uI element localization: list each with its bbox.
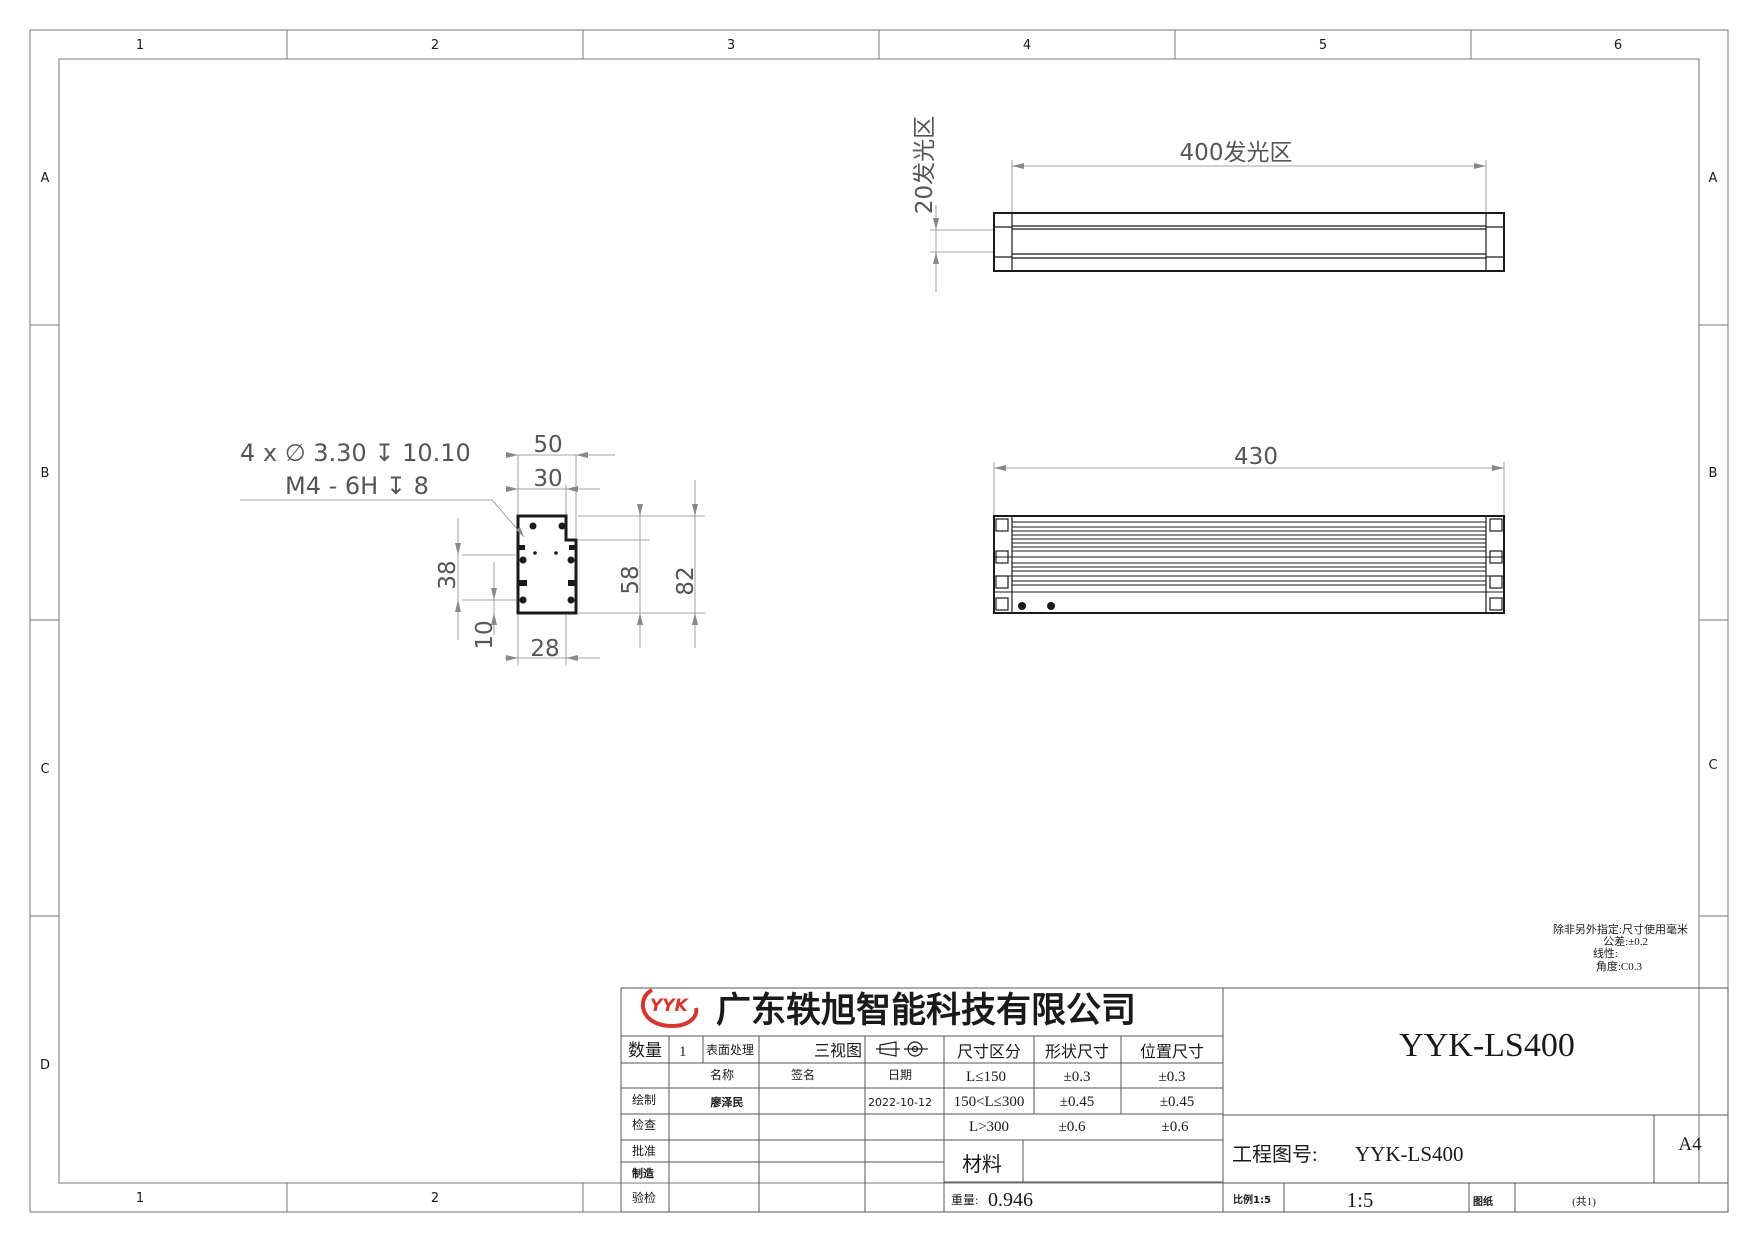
row-label-right-b: B bbox=[1709, 466, 1718, 481]
scale-label: 比例1:5 bbox=[1233, 1193, 1271, 1206]
company-logo: YYK bbox=[640, 988, 699, 1029]
top-view: 400发光区 20发光区 bbox=[912, 116, 1505, 292]
row-label-left-b: B bbox=[41, 466, 50, 481]
tol-row-2-form: ±0.45 bbox=[1060, 1094, 1094, 1110]
note-line-1: 除非另外指定:尺寸使用毫米 bbox=[1553, 922, 1688, 936]
company-name: 广东轶旭智能科技有限公司 bbox=[716, 991, 1136, 1031]
col-label-top-6: 6 bbox=[1614, 38, 1622, 53]
part-number: YYK-LS400 bbox=[1399, 1027, 1575, 1064]
tol-row-2-pos: ±0.45 bbox=[1160, 1094, 1194, 1110]
dim-front-length: 430 bbox=[1234, 444, 1278, 470]
general-notes: 除非另外指定:尺寸使用毫米 公差:±0.2 线性: 角度:C0.3 bbox=[1553, 922, 1688, 973]
dim-emit-length: 400发光区 bbox=[1180, 140, 1293, 166]
approve-label: 批准 bbox=[632, 1143, 656, 1158]
front-view: 430 bbox=[993, 444, 1505, 614]
col-label-bottom-1: 1 bbox=[136, 1191, 144, 1206]
tol-row-1-pos: ±0.3 bbox=[1159, 1069, 1186, 1085]
drawn-name: 廖泽民 bbox=[711, 1095, 744, 1109]
tol-header-form: 形状尺寸 bbox=[1045, 1043, 1109, 1061]
col-label-top-2: 2 bbox=[431, 38, 439, 53]
projection-label: 三视图 bbox=[814, 1042, 862, 1060]
tol-row-2-range: 150<L≤300 bbox=[954, 1094, 1025, 1110]
col-label-top-1: 1 bbox=[136, 38, 144, 53]
tol-row-1-form: ±0.3 bbox=[1064, 1069, 1091, 1085]
note-line-4: 角度:C0.3 bbox=[1596, 959, 1643, 973]
row-label-right-a: A bbox=[1709, 171, 1718, 186]
row-label-left-a: A bbox=[41, 171, 50, 186]
scale-value: 1:5 bbox=[1347, 1188, 1374, 1212]
surface-label: 表面处理 bbox=[706, 1043, 754, 1057]
dim-end-10: 10 bbox=[472, 620, 498, 649]
tol-row-3-form: ±0.6 bbox=[1059, 1119, 1086, 1135]
col-label-top-4: 4 bbox=[1023, 38, 1031, 53]
drawing-no-label: 工程图号: bbox=[1232, 1143, 1318, 1166]
callout-hole: 4 x ∅ 3.30 ↧ 10.10 bbox=[240, 439, 471, 467]
col-name-label: 名称 bbox=[710, 1067, 734, 1082]
sheet-label: 图纸 bbox=[1473, 1195, 1493, 1208]
callout-thread: M4 - 6H ↧ 8 bbox=[285, 472, 429, 500]
tol-row-1-range: L≤150 bbox=[966, 1069, 1006, 1085]
note-line-2: 公差:±0.2 bbox=[1603, 934, 1648, 948]
sheet-count: (共1) bbox=[1572, 1195, 1596, 1208]
row-label-left-d: D bbox=[40, 1058, 50, 1073]
third-angle-projection-icon bbox=[876, 1041, 928, 1057]
dim-end-38: 38 bbox=[435, 560, 461, 589]
qty-value: 1 bbox=[679, 1044, 687, 1060]
qty-label: 数量 bbox=[628, 1041, 662, 1060]
check-label: 检查 bbox=[632, 1117, 656, 1132]
verify-label: 验检 bbox=[632, 1190, 656, 1205]
dim-end-50: 50 bbox=[533, 432, 562, 458]
weight-value: 0.946 bbox=[988, 1189, 1033, 1211]
col-sign-label: 签名 bbox=[791, 1067, 815, 1082]
sheet-size: A4 bbox=[1678, 1134, 1702, 1155]
logo-text: YYK bbox=[650, 996, 690, 1016]
dim-end-30: 30 bbox=[533, 466, 562, 492]
drawn-label: 绘制 bbox=[632, 1092, 656, 1107]
drawn-date: 2022-10-12 bbox=[868, 1096, 932, 1109]
row-label-right-c: C bbox=[1708, 758, 1717, 773]
dim-emit-width: 20发光区 bbox=[912, 116, 938, 214]
tol-row-3-range: L>300 bbox=[969, 1119, 1009, 1135]
dim-end-82: 82 bbox=[673, 566, 699, 595]
dim-end-28: 28 bbox=[530, 636, 559, 662]
tol-header-pos: 位置尺寸 bbox=[1140, 1043, 1204, 1061]
end-view: 4 x ∅ 3.30 ↧ 10.10 M4 - 6H ↧ 8 50 30 28 … bbox=[240, 432, 705, 665]
material-label: 材料 bbox=[962, 1153, 1002, 1176]
title-block: YYK 广东轶旭智能科技有限公司 数量 1 表面处理 三视图 尺寸区分 形状尺寸… bbox=[620, 987, 1729, 1213]
col-date-label: 日期 bbox=[888, 1068, 912, 1082]
col-label-top-5: 5 bbox=[1319, 38, 1327, 53]
tol-row-3-pos: ±0.6 bbox=[1162, 1119, 1189, 1135]
drawing-no-value: YYK-LS400 bbox=[1355, 1142, 1464, 1166]
make-label: 制造 bbox=[632, 1166, 655, 1180]
row-label-left-c: C bbox=[40, 762, 49, 777]
col-label-top-3: 3 bbox=[727, 38, 735, 53]
tol-header-range: 尺寸区分 bbox=[957, 1043, 1021, 1061]
weight-label: 重量: bbox=[951, 1193, 978, 1207]
note-line-3: 线性: bbox=[1593, 946, 1618, 960]
col-label-bottom-2: 2 bbox=[431, 1191, 439, 1206]
dim-end-58: 58 bbox=[618, 565, 644, 594]
